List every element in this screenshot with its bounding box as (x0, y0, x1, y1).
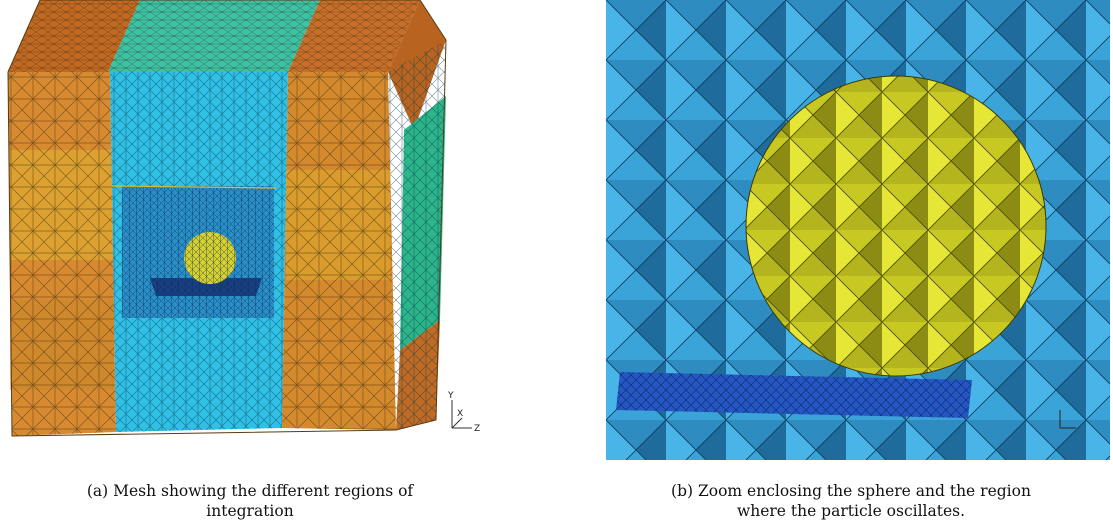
axis-triad-b (1059, 410, 1076, 429)
axis-y-label: Y (447, 391, 454, 401)
axis-x-label: X (457, 409, 463, 419)
caption-a: (a) Mesh showing the different regions o… (30, 481, 470, 521)
mesh-regions-image: Y X Z (0, 0, 490, 450)
caption-a-line2: integration (206, 502, 294, 520)
axis-triad: Y X Z (447, 391, 480, 434)
sphere-zoomed (745, 75, 1047, 377)
caption-b-line1: (b) Zoom enclosing the sphere and the re… (671, 482, 1031, 500)
caption-a-line1: (a) Mesh showing the different regions o… (86, 482, 414, 500)
axis-z-label: Z (474, 424, 480, 434)
mesh-regions-svg: Y X Z (7, 0, 480, 437)
sphere-zoom-image (606, 0, 1110, 460)
caption-b: (b) Zoom enclosing the sphere and the re… (616, 481, 1086, 521)
caption-b-line2: where the particle oscillates. (736, 502, 966, 520)
oscillation-band (616, 372, 972, 418)
sphere-zoom-svg (606, 0, 1110, 460)
